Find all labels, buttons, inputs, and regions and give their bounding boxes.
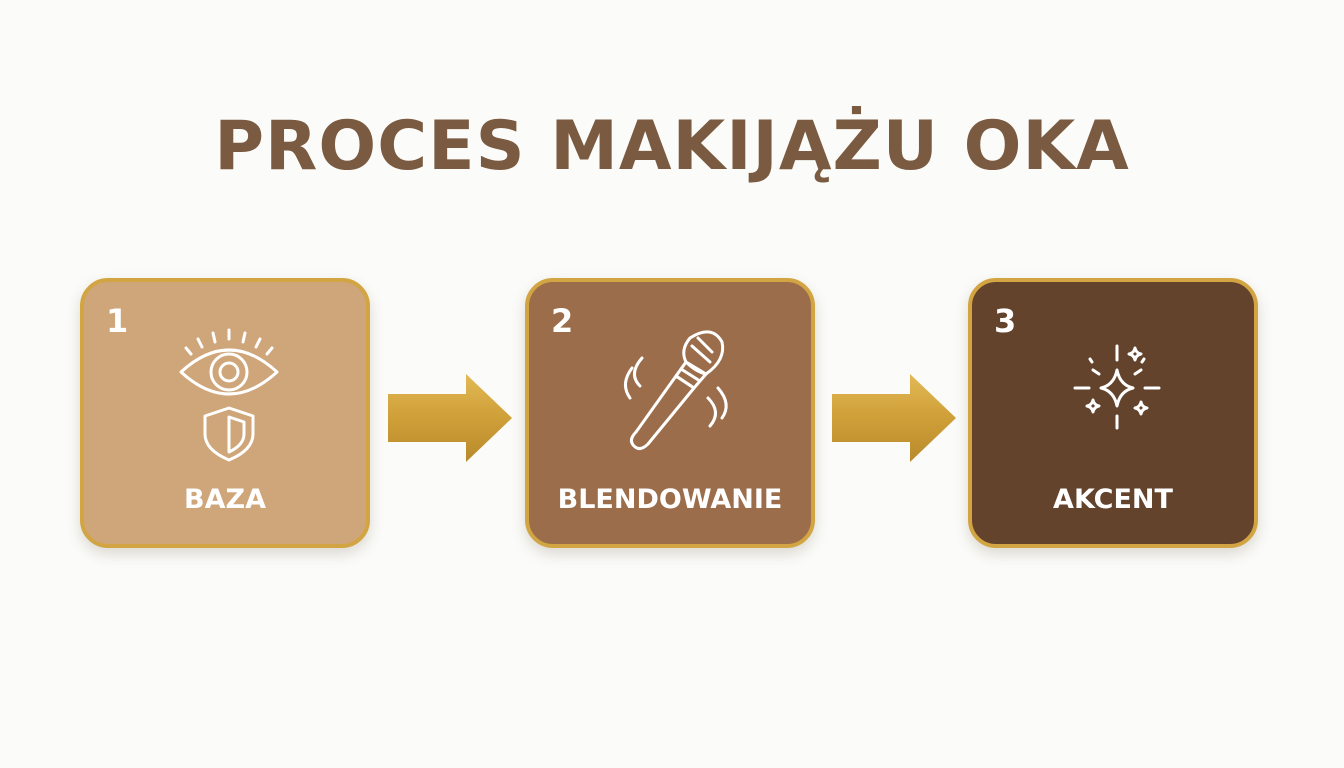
step-number: 1 (106, 302, 129, 340)
step-number: 2 (551, 302, 574, 340)
step-label: BLENDOWANIE (557, 484, 783, 515)
sparkle-icon (1073, 344, 1161, 430)
diagram-title: PROCES MAKIJĄŻU OKA (214, 107, 1130, 186)
step-card-akcent: 3 AKCENT (968, 278, 1258, 548)
step-label: BAZA (184, 484, 266, 515)
makeup-brush-icon (624, 330, 728, 451)
step-card-baza: 1 BAZA (80, 278, 370, 548)
step-number: 3 (994, 302, 1017, 340)
eye-with-shield-icon (179, 328, 279, 462)
arrow-right-icon (832, 374, 956, 462)
step-label: AKCENT (1053, 484, 1173, 515)
step-card-blendowanie: 2 BLENDOWANIE (525, 278, 815, 548)
arrow-right-icon (388, 374, 512, 462)
